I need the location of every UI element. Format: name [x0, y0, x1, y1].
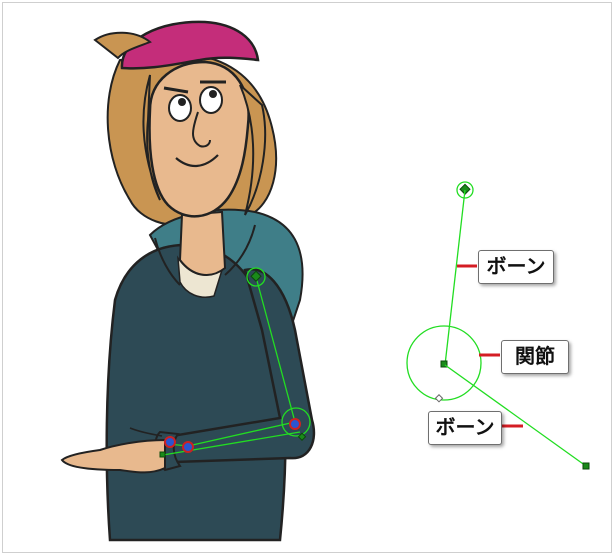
bone-end-handle-icon[interactable]	[583, 463, 589, 469]
callout-bone-bottom: ボーン	[428, 411, 502, 445]
callout-bone-bottom-label: ボーン	[436, 415, 495, 439]
callout-joint: 関節	[501, 340, 569, 374]
character	[62, 22, 314, 540]
callout-bone-top-label: ボーン	[487, 254, 546, 278]
callout-bone-top: ボーン	[478, 250, 554, 284]
character-neck	[180, 212, 225, 275]
callout-joint-label: 関節	[515, 344, 555, 368]
